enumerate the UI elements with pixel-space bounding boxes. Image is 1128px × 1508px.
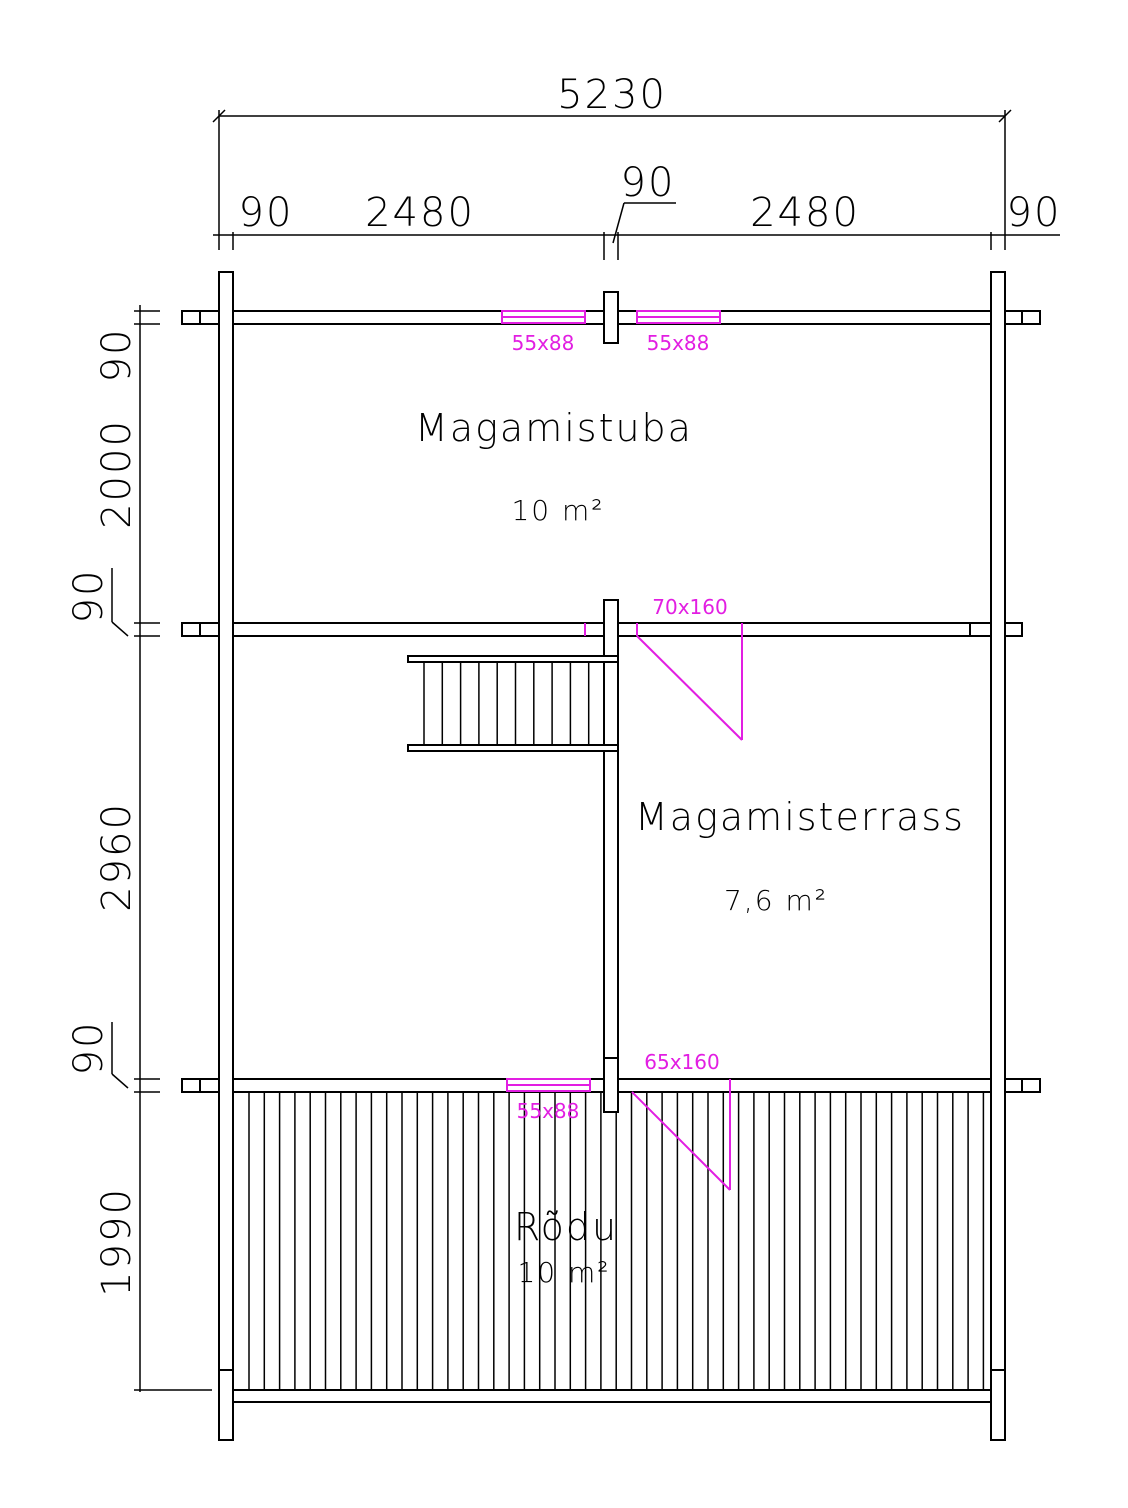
balcony-decking — [248, 1092, 985, 1390]
right-wall-label: 90 — [1007, 190, 1062, 236]
top-middle-post — [603, 291, 619, 344]
left-room-width-label: 2480 — [365, 190, 475, 236]
middle-partition — [603, 599, 619, 1113]
lower-partition-label: 90 — [66, 1021, 112, 1076]
terrace-depth-label: 2960 — [94, 802, 140, 912]
balcony-depth-label: 1990 — [94, 1187, 140, 1297]
balcony-name: Rõdu — [514, 1205, 618, 1249]
openings — [501, 310, 743, 1191]
lower-window-label: 55x88 — [517, 1099, 580, 1123]
bedroom-depth-label: 2000 — [94, 419, 140, 529]
right-wall — [990, 271, 1006, 1441]
left-wall — [218, 271, 234, 1441]
bedroom-name: Magamistuba — [415, 406, 693, 450]
lower-door-label: 65x160 — [644, 1050, 719, 1074]
upper-door-label: 70x160 — [652, 595, 727, 619]
top-window-left-label: 55x88 — [512, 331, 575, 355]
terrace-name: Magamisterrass — [635, 795, 965, 839]
walls — [181, 271, 1041, 1441]
balcony-rail — [232, 1389, 992, 1403]
top-dimension-lines — [212, 109, 1060, 260]
lower-door-swing — [631, 1091, 731, 1191]
left-dimension-lines — [111, 305, 212, 1392]
upper-door-swing — [636, 635, 743, 741]
balcony-area: 10 m² — [517, 1256, 610, 1289]
overall-width-label: 5230 — [557, 72, 667, 118]
top-window-right-label: 55x88 — [647, 331, 710, 355]
staircase — [407, 655, 619, 752]
middle-wall-label: 90 — [621, 160, 676, 206]
upper-partition-wall — [181, 622, 1023, 637]
left-wall-label: 90 — [239, 190, 294, 236]
right-room-width-label: 2480 — [750, 190, 860, 236]
bedroom-area: 10 m² — [511, 494, 604, 527]
terrace-area: 7,6 m² — [724, 884, 828, 917]
upper-partition-label: 90 — [66, 569, 112, 624]
top-wall-depth-label: 90 — [94, 328, 140, 383]
